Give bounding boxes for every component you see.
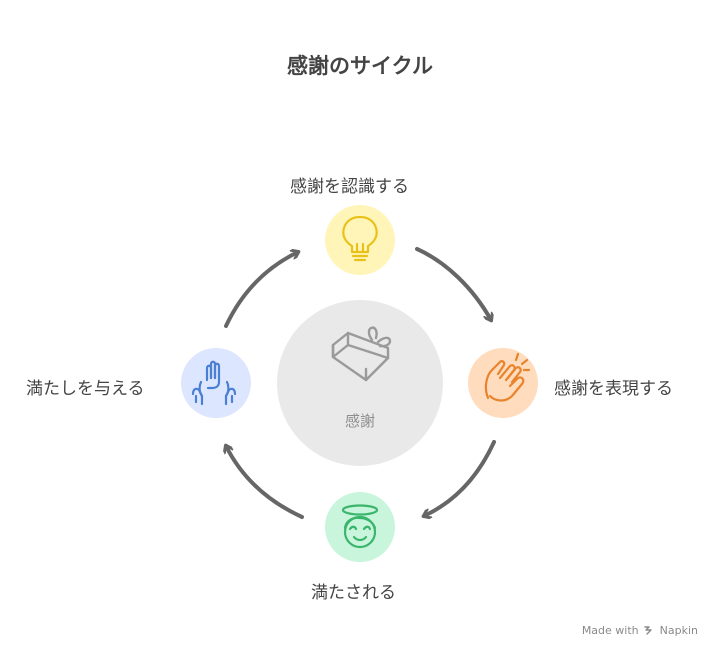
raised-hands-icon	[191, 360, 237, 406]
napkin-credit[interactable]: Made with Napkin	[582, 624, 698, 638]
arrow-express-to-fulfilled	[424, 440, 496, 516]
napkin-logo-icon	[644, 625, 654, 638]
angel-face-icon	[341, 504, 379, 549]
page-title: 感謝のサイクル	[287, 54, 433, 78]
center-label: 感謝	[344, 412, 375, 430]
stage-circle-fulfilled	[325, 492, 395, 562]
stage-label-give: 満たしを与える	[26, 379, 145, 399]
stage-label-recognize: 感謝を認識する	[290, 177, 409, 197]
center-circle	[277, 300, 443, 466]
stage-circle-give	[181, 348, 251, 418]
arrow-give-to-recognize	[224, 252, 298, 328]
arrow-fulfilled-to-give	[226, 446, 304, 519]
stage-label-express: 感謝を表現する	[554, 379, 673, 399]
gift-heart-icon	[331, 326, 392, 382]
credit-brand: Napkin	[659, 624, 698, 637]
stage-circle-recognize	[325, 205, 395, 275]
arrow-recognize-to-express	[415, 247, 491, 320]
lightbulb-icon	[342, 215, 378, 262]
credit-made-with: Made with	[581, 624, 639, 637]
clapping-hands-icon	[484, 352, 531, 402]
stage-circle-express	[468, 348, 538, 418]
stage-label-fulfilled: 満たされる	[311, 583, 396, 603]
